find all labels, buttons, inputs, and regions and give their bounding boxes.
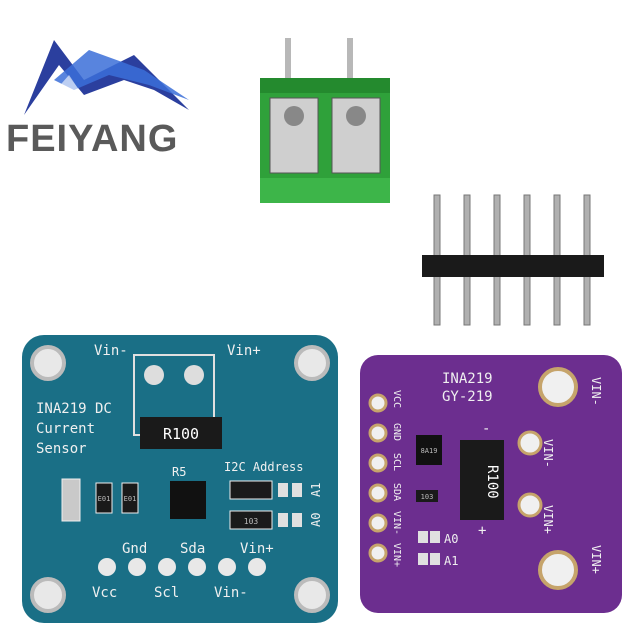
screw-icon (284, 106, 304, 126)
screw-terminal-pad (538, 367, 578, 407)
terminal-pin (285, 38, 291, 83)
pin-pad (368, 543, 388, 563)
smd-label: E01 (124, 495, 137, 503)
logo-dark-wave (24, 40, 189, 115)
minus-marker: - (482, 421, 490, 437)
pin-label-vin-minus: VIN- (391, 511, 402, 535)
pin-pad (368, 513, 388, 533)
mount-hole (30, 345, 66, 381)
pin-pad (368, 453, 388, 473)
header-pad (218, 558, 236, 576)
logo-light-wave (54, 50, 189, 100)
smd-label: 103 (421, 493, 434, 501)
blue-pcb (22, 335, 338, 623)
vin-minus-bottom: Vin- (214, 585, 248, 601)
ina219-chip (170, 481, 206, 519)
jumper-pad (430, 531, 440, 543)
pin-label-sda: SDA (391, 483, 402, 501)
smd-label: 103 (244, 517, 259, 526)
smd-component (95, 482, 113, 514)
screw-icon (346, 106, 366, 126)
vin-minus-mid: VIN- (541, 439, 555, 468)
vin-plus-right: VIN+ (589, 545, 603, 574)
smd-component (121, 482, 139, 514)
vin-plus-bottom: Vin+ (240, 541, 274, 557)
vcc-label: Vcc (92, 585, 117, 601)
gnd-label: Gnd (122, 541, 147, 557)
header-pad (188, 558, 206, 576)
smd-label: E01 (98, 495, 111, 503)
shunt-resistor (140, 417, 222, 449)
header-pad (128, 558, 146, 576)
smd-component (416, 490, 438, 502)
vin-minus-right: VIN- (589, 377, 603, 406)
pin-label-vcc: VCC (391, 390, 402, 408)
plus-marker: + (478, 523, 486, 539)
pin-pad (368, 423, 388, 443)
jumper-pad (430, 553, 440, 565)
purple-resistor-label: R100 (484, 465, 500, 499)
header-pad (248, 558, 266, 576)
a0-label: A0 (444, 532, 458, 546)
smd-component (61, 478, 81, 522)
terminal-pin (347, 38, 353, 83)
purple-ina219-board: INA219 GY-219 VCC GND SCL SDA VIN- VIN+ … (360, 355, 622, 613)
title-line3: Sensor (36, 441, 87, 457)
mount-hole (294, 577, 330, 613)
terminal-pad (184, 365, 204, 385)
pin-label-gnd: GND (391, 423, 402, 441)
jumper-pad (278, 513, 288, 527)
vin-plus-top: Vin+ (227, 343, 261, 359)
pin-header (422, 194, 604, 326)
header-pad (517, 492, 543, 518)
pin-pad (368, 393, 388, 413)
jumper-pad (418, 553, 428, 565)
jumper-pad (278, 483, 288, 497)
title-line1: INA219 DC (36, 401, 112, 417)
jumper-pad (292, 513, 302, 527)
sda-label: Sda (180, 541, 205, 557)
header-pad (517, 430, 543, 456)
r5-label: R5 (172, 465, 186, 479)
shunt-resistor (460, 440, 504, 520)
mount-hole (30, 577, 66, 613)
pin-pad (368, 483, 388, 503)
jumper-pad (292, 483, 302, 497)
ina219-chip (416, 435, 442, 465)
mount-hole (294, 345, 330, 381)
header-pad (98, 558, 116, 576)
address-jumper (229, 480, 273, 500)
title-line2: Current (36, 421, 95, 437)
feiyang-logo (24, 40, 189, 115)
screw-terminal-pad (538, 550, 578, 590)
address-jumper (229, 510, 273, 530)
purple-title-line1: INA219 (442, 371, 493, 387)
a0-label: A0 (309, 513, 323, 527)
jumper-pad (418, 531, 428, 543)
chip-code: 8A19 (421, 447, 438, 455)
terminal-pad (144, 365, 164, 385)
pin-label-scl: SCL (391, 453, 402, 471)
vin-minus-top: Vin- (94, 343, 128, 359)
a1-label: A1 (309, 483, 323, 497)
header-pad (158, 558, 176, 576)
blue-ina219-board: R100 Vin- Vin+ INA219 DC Current Sensor … (22, 335, 338, 623)
i2c-label: I2C Address (224, 460, 303, 474)
logo-highlight (34, 75, 89, 115)
pin-label-vin-plus: VIN+ (391, 543, 402, 567)
brand-name: FEIYANG (6, 118, 179, 160)
resistor-label: R100 (163, 425, 199, 443)
purple-title-line2: GY-219 (442, 389, 493, 405)
screw-terminal-block (260, 38, 390, 203)
a1-label: A1 (444, 554, 458, 568)
scl-label: Scl (154, 585, 179, 601)
vin-plus-mid: VIN+ (541, 505, 555, 534)
header-plastic (422, 255, 604, 277)
